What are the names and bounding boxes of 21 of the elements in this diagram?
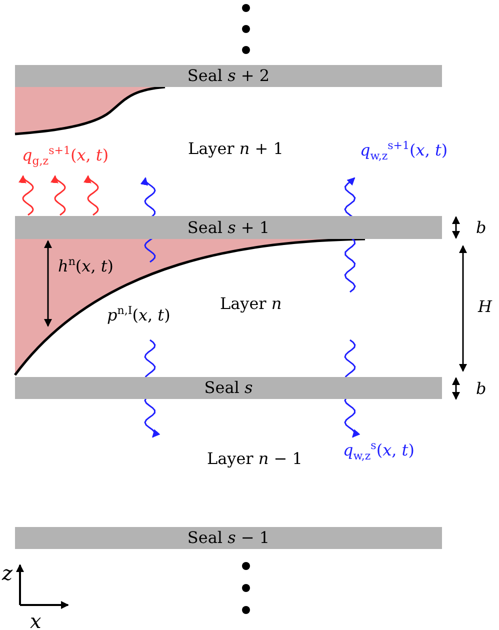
layer-label: Layer n − 1 bbox=[207, 450, 302, 468]
flux-label: q$_{w,z}$$^{s}$(x, t) bbox=[343, 440, 414, 463]
seal-label: Seal s bbox=[204, 380, 253, 396]
seal-label: Seal s + 2 bbox=[187, 68, 270, 84]
seal-label: Seal s + 1 bbox=[187, 220, 270, 236]
dimension-label: b bbox=[476, 219, 486, 237]
dimension-label: b bbox=[476, 380, 486, 398]
seal-bar bbox=[15, 65, 442, 87]
flux-label: q$_{g,z}$$^{s+1}$(x, t) bbox=[22, 145, 109, 168]
dimension-label: h$^{n}$(x, t) bbox=[58, 256, 114, 275]
layer-label: Layer n bbox=[220, 295, 282, 313]
dimension-label: H bbox=[478, 298, 492, 316]
seal-bar bbox=[15, 527, 442, 549]
seal-bar bbox=[15, 377, 442, 399]
layer-label: Layer n + 1 bbox=[188, 140, 284, 158]
seal-bar bbox=[15, 216, 442, 239]
axis-label: x bbox=[30, 610, 42, 630]
flux-label: q$_{w,z}$$^{s+1}$(x, t) bbox=[360, 140, 448, 163]
pressure-label: p$^{n,I}$(x, t) bbox=[107, 305, 170, 324]
axis-label: z bbox=[2, 562, 13, 584]
seal-label: Seal s − 1 bbox=[187, 530, 270, 546]
